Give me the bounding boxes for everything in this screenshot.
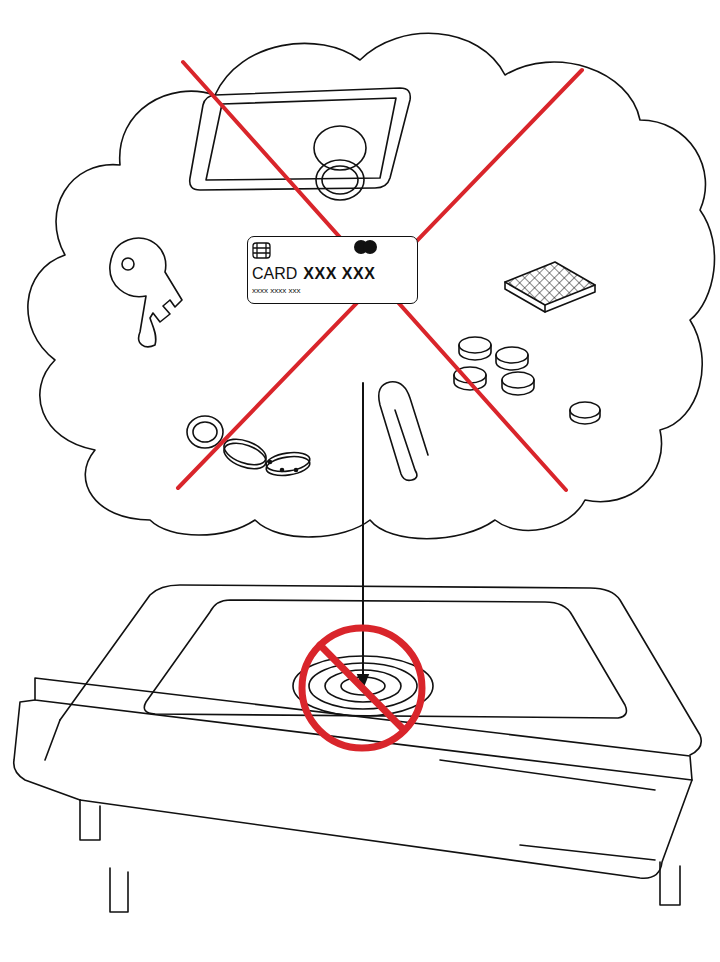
chip-icon	[505, 262, 595, 312]
prohibition-cross	[178, 62, 582, 490]
prohibition-sign	[302, 628, 422, 748]
coins-icon	[454, 337, 600, 424]
charging-pad	[14, 585, 702, 912]
arrow	[362, 383, 364, 688]
thought-cloud	[28, 33, 715, 538]
card-label: XXX XXX	[303, 266, 375, 282]
card-label: CARD	[252, 266, 297, 282]
card-number: xxxx xxxx xxx	[252, 287, 300, 295]
bank-card: CARD XXX XXXxxxx xxxx xxx	[247, 236, 418, 304]
rings-icon	[187, 416, 311, 478]
paperclip-icon	[379, 382, 428, 481]
key-icon	[110, 238, 182, 347]
